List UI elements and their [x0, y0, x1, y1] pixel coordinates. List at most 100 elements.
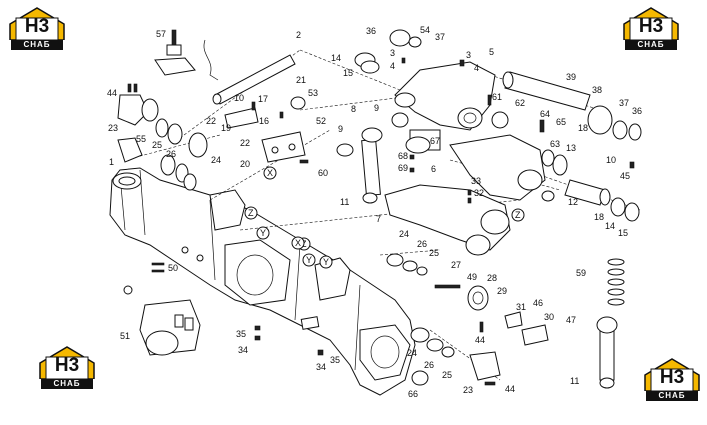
- logo-house-icon: [644, 358, 700, 391]
- callout-11b: 11: [570, 376, 579, 386]
- zone-y-2: Y: [306, 255, 312, 265]
- pinion-28: [467, 285, 489, 311]
- callout-37b: 37: [619, 98, 629, 108]
- valve-block: [123, 285, 201, 356]
- callout-33: 33: [471, 176, 481, 186]
- callout-1: 1: [109, 157, 114, 167]
- callout-68: 68: [398, 151, 408, 161]
- callout-52: 52: [316, 116, 326, 126]
- callout-51: 51: [120, 331, 130, 341]
- zone-x-2: X: [295, 238, 301, 248]
- callout-27: 27: [451, 260, 461, 270]
- callout-5: 5: [489, 47, 494, 57]
- zone-y-3: Y: [323, 257, 329, 267]
- logo-house-icon: [39, 346, 95, 379]
- logo-subtext: CHAБ: [11, 40, 63, 50]
- logo-house-icon: [9, 7, 65, 40]
- callout-24b: 24: [399, 229, 409, 239]
- zone-y-1: Y: [260, 228, 266, 238]
- callout-9: 9: [338, 124, 343, 134]
- callout-55: 55: [136, 134, 146, 144]
- callout-23: 23: [108, 123, 118, 133]
- logo-text: H3: [54, 355, 80, 376]
- callout-32: 32: [474, 188, 484, 198]
- brand-logo-bottom-left: H3 CHAБ: [38, 345, 96, 389]
- nut-66: [411, 370, 429, 386]
- callout-30: 30: [544, 312, 554, 322]
- hub-23-lower: [469, 351, 501, 381]
- bolts: [127, 57, 635, 386]
- callout-66: 66: [408, 389, 418, 399]
- callout-22: 22: [206, 116, 216, 126]
- logo-text: H3: [24, 16, 50, 37]
- callout-8: 8: [351, 104, 356, 114]
- callout-14: 14: [331, 53, 341, 63]
- callout-67: 67: [430, 136, 440, 146]
- callout-60: 60: [318, 168, 328, 178]
- hub-23-upper: [117, 94, 159, 126]
- callout-35: 35: [236, 329, 246, 339]
- callout-17: 17: [258, 94, 268, 104]
- callout-34: 34: [238, 345, 248, 355]
- callout-62: 62: [515, 98, 525, 108]
- callout-26c: 26: [424, 360, 434, 370]
- brand-logo-top-right: H3 CHAБ: [622, 6, 680, 50]
- callout-3: 3: [466, 50, 471, 60]
- callout-29: 29: [497, 286, 507, 296]
- callout-50: 50: [168, 263, 178, 273]
- callout-54: 54: [420, 25, 430, 35]
- callout-20: 20: [240, 159, 250, 169]
- callout-46: 46: [533, 298, 543, 308]
- callout-22b: 22: [240, 138, 250, 148]
- axle-housing: [109, 167, 416, 396]
- callout-47: 47: [566, 315, 576, 325]
- bracket-31: [504, 311, 523, 329]
- callout-labels: 1 2 3 3 4 4 5 6 7 8 9 9 10 10 11 11 12 1…: [107, 25, 642, 399]
- callout-34b: 34: [316, 362, 326, 372]
- callout-49: 49: [467, 272, 477, 282]
- lower-arm-6: [449, 134, 546, 201]
- callout-65: 65: [556, 117, 566, 127]
- callout-6: 6: [431, 164, 436, 174]
- callout-15: 15: [343, 68, 353, 78]
- link-arm-5: [394, 61, 496, 151]
- logo-subtext: CHAБ: [625, 40, 677, 50]
- callout-69: 69: [398, 163, 408, 173]
- callout-38: 38: [592, 85, 602, 95]
- zone-markers: Z Z Z Y Y Y X X: [244, 166, 525, 269]
- cylinder-11-lower: [596, 316, 618, 389]
- callout-2: 2: [296, 30, 301, 40]
- hub-23-left: [117, 137, 143, 163]
- callout-24c: 24: [407, 348, 417, 358]
- bracket-57: [154, 29, 196, 76]
- callout-35b: 35: [330, 355, 340, 365]
- shaft-39: [502, 71, 591, 111]
- seal-rings: [155, 29, 642, 358]
- callout-25b: 25: [429, 248, 439, 258]
- callout-7: 7: [376, 214, 381, 224]
- callout-9b: 9: [374, 103, 379, 113]
- callout-16: 16: [259, 116, 269, 126]
- zone-x-1: X: [267, 168, 273, 178]
- zone-z-2: Z: [515, 210, 521, 220]
- callout-44b: 44: [475, 335, 485, 345]
- callout-63: 63: [550, 139, 560, 149]
- callout-36b: 36: [632, 106, 642, 116]
- callout-44: 44: [107, 88, 117, 98]
- callout-10: 10: [234, 93, 244, 103]
- callout-61: 61: [492, 92, 502, 102]
- bracket-20: [224, 107, 306, 163]
- callout-53: 53: [308, 88, 318, 98]
- brand-logo-top-left: H3 CHAБ: [8, 6, 66, 50]
- callout-18: 18: [578, 123, 588, 133]
- callout-26: 26: [166, 149, 176, 159]
- callout-18b: 18: [594, 212, 604, 222]
- callout-26b: 26: [417, 239, 427, 249]
- callout-4: 4: [390, 61, 395, 71]
- callout-14b: 14: [605, 221, 615, 231]
- logo-subtext: CHAБ: [41, 379, 93, 389]
- callout-25c: 25: [442, 370, 452, 380]
- logo-text: H3: [638, 16, 664, 37]
- callout-23b: 23: [463, 385, 473, 395]
